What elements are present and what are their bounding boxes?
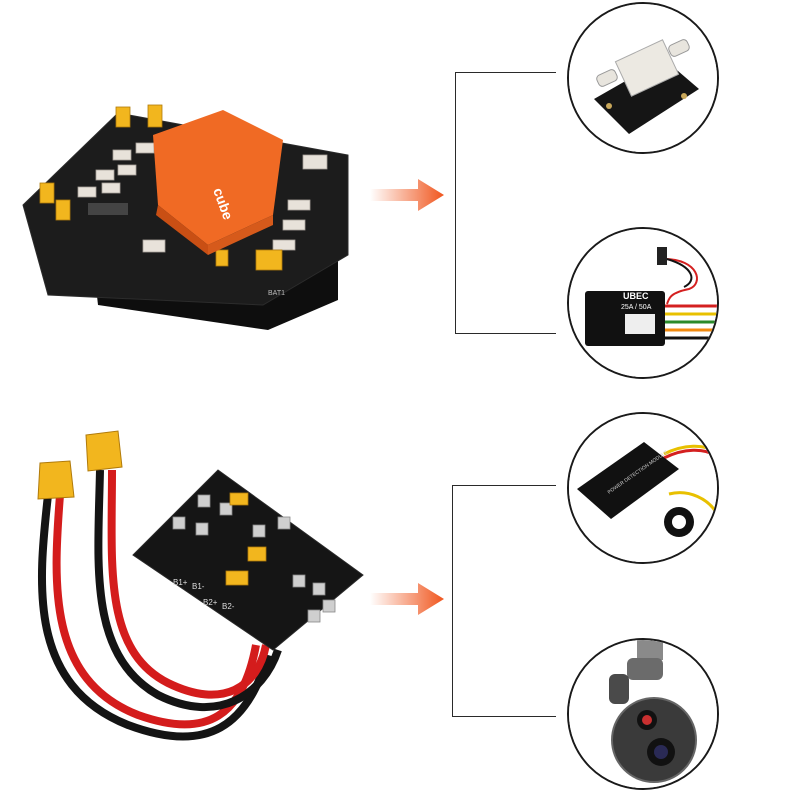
ubec-rating: 25A / 50A <box>621 304 652 311</box>
label-b2minus: B2- <box>222 602 235 611</box>
label-b1plus: B1+ <box>173 578 188 587</box>
bottom-bracket <box>452 485 556 717</box>
ubec-brand: UBEC <box>623 291 649 301</box>
arrow-top-icon <box>370 179 444 211</box>
label-b2plus: B2+ <box>203 598 218 607</box>
gimbal-camera-circle <box>567 638 719 790</box>
top-bracket <box>455 72 556 334</box>
board-label: BAT1 <box>268 290 285 297</box>
power-detection-module-circle: POWER DETECTION MODULE <box>567 412 719 564</box>
label-b1minus: B1- <box>192 582 205 591</box>
airspeed-sensor-circle <box>567 2 719 154</box>
arrow-bottom-icon <box>370 583 444 615</box>
power-distribution-board-image: B1+ B1- B2+ B2- <box>8 425 368 765</box>
ubec-circle: UBEC 25A / 50A <box>567 227 719 379</box>
flight-controller-board-image: BAT1 cube <box>18 95 363 335</box>
